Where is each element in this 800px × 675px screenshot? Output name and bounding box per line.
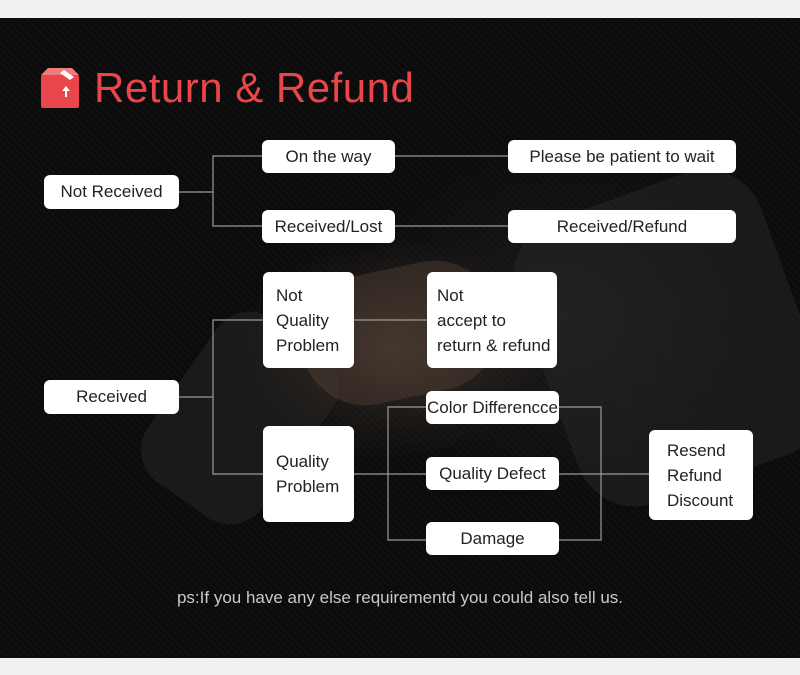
node-received: Received: [44, 380, 179, 414]
node-color-difference: Color Differencce: [426, 391, 559, 424]
page-title: Return & Refund: [94, 64, 415, 111]
footnote: ps:If you have any else requirementd you…: [176, 588, 624, 607]
connector-split-not-received: [212, 155, 262, 227]
node-line: Problem: [276, 477, 340, 496]
node-received-lost: Received/Lost: [262, 210, 395, 243]
node-line: Quality: [276, 452, 329, 471]
node-damage: Damage: [426, 522, 559, 555]
node-line: Resend: [667, 440, 726, 460]
node-on-the-way: On the way: [262, 140, 395, 173]
package-box-icon: [41, 68, 79, 108]
node-not-received: Not Received: [44, 175, 179, 209]
node-line: return & refund: [437, 335, 551, 355]
node-line: Not: [276, 285, 303, 305]
node-resolution: Resend Refund Discount: [649, 430, 753, 520]
node-line: Discount: [667, 490, 734, 510]
diagram-background: [0, 18, 800, 658]
node-line: accept to: [437, 310, 506, 330]
node-quality-problem: Quality Problem: [263, 426, 354, 522]
node-line: Refund: [667, 465, 722, 485]
node-quality-defect: Quality Defect: [426, 457, 559, 490]
connector-split-received: [212, 319, 263, 475]
node-please-wait: Please be patient to wait: [508, 140, 736, 173]
node-line: Problem: [276, 335, 340, 355]
node-received-refund: Received/Refund: [508, 210, 736, 243]
node-line: Quality: [276, 310, 329, 330]
node-not-accept: Not accept to return & refund: [427, 272, 557, 368]
node-line: Not: [437, 285, 464, 305]
node-not-quality-problem: Not Quality Problem: [263, 272, 354, 368]
